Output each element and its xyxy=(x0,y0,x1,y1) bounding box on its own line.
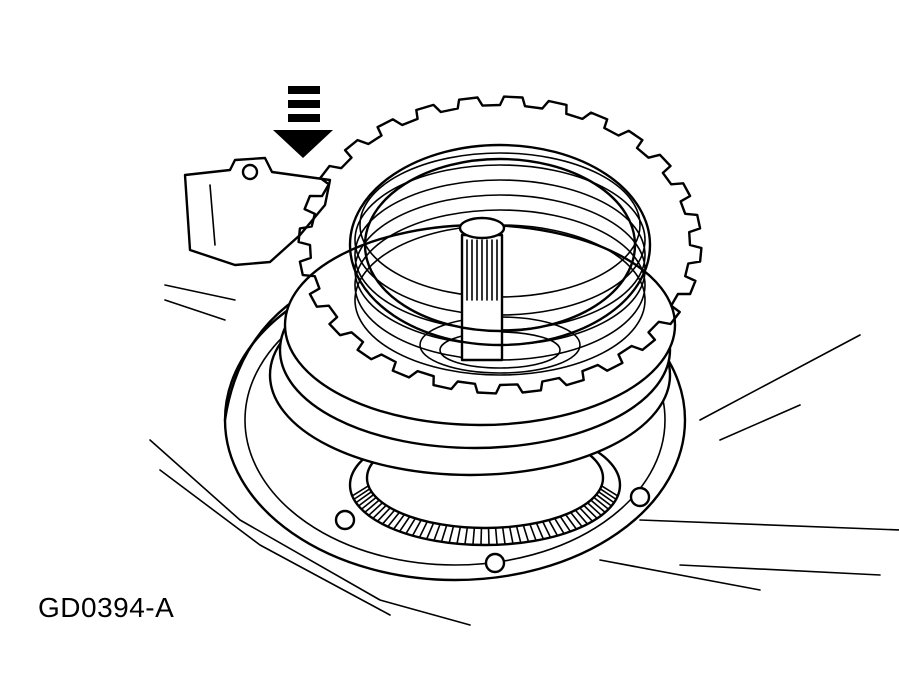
gear-tooth xyxy=(393,513,406,530)
gear-tooth xyxy=(599,487,616,500)
gear-tooth xyxy=(569,511,583,527)
top-clutch-plate xyxy=(297,95,703,395)
gear-tooth xyxy=(448,525,455,543)
gear-tooth xyxy=(405,517,417,534)
gear-tooth xyxy=(522,524,530,542)
gear-tooth xyxy=(382,509,396,525)
gear-tooth xyxy=(412,519,422,536)
gear-tooth xyxy=(368,501,384,516)
gear-tooth xyxy=(501,526,506,545)
gear-tooth xyxy=(399,515,411,532)
gear-tooth xyxy=(578,506,593,522)
gear-tooth xyxy=(426,522,435,539)
gear-tooth xyxy=(472,526,476,545)
gear-tooth xyxy=(535,522,544,539)
transmission-case-lines xyxy=(149,284,899,626)
gear-tooth xyxy=(387,511,401,527)
gear-tooth xyxy=(600,485,618,496)
gear-tooth xyxy=(586,501,602,516)
gear-tooth xyxy=(529,523,537,541)
housing-bracket xyxy=(183,156,332,267)
gear-tooth xyxy=(564,513,577,530)
gear-tooth xyxy=(464,526,469,545)
down-arrow-icon xyxy=(273,86,333,158)
gear-tooth xyxy=(595,493,612,507)
ring-gear-teeth xyxy=(352,485,618,545)
gear-tooth xyxy=(358,493,375,507)
gear-tooth xyxy=(548,519,558,536)
gear-tooth xyxy=(553,517,565,534)
gear-tooth xyxy=(597,490,614,503)
gear-tooth xyxy=(559,515,571,532)
gear-tooth xyxy=(433,523,441,541)
gear-tooth xyxy=(592,496,609,510)
gear-tooth xyxy=(352,485,370,496)
gear-tooth xyxy=(372,504,387,519)
gear-tooth xyxy=(590,499,606,513)
figure-id-label: GD0394-A xyxy=(38,592,175,623)
shaft-splines xyxy=(466,239,498,301)
gear-tooth xyxy=(364,499,380,513)
gear-tooth xyxy=(354,487,371,500)
gear-tooth xyxy=(456,526,462,544)
gear-tooth xyxy=(515,525,522,543)
gear-tooth xyxy=(356,490,373,503)
gear-tooth xyxy=(377,506,392,522)
gear-tooth xyxy=(440,524,448,542)
gear-tooth xyxy=(574,509,588,525)
gear-tooth xyxy=(361,496,378,510)
input-shaft xyxy=(458,216,506,362)
gear-tooth xyxy=(419,520,429,538)
gear-tooth xyxy=(494,526,498,545)
gear-tooth xyxy=(583,504,598,519)
gear-tooth xyxy=(541,520,551,538)
gear-tooth xyxy=(508,526,514,544)
